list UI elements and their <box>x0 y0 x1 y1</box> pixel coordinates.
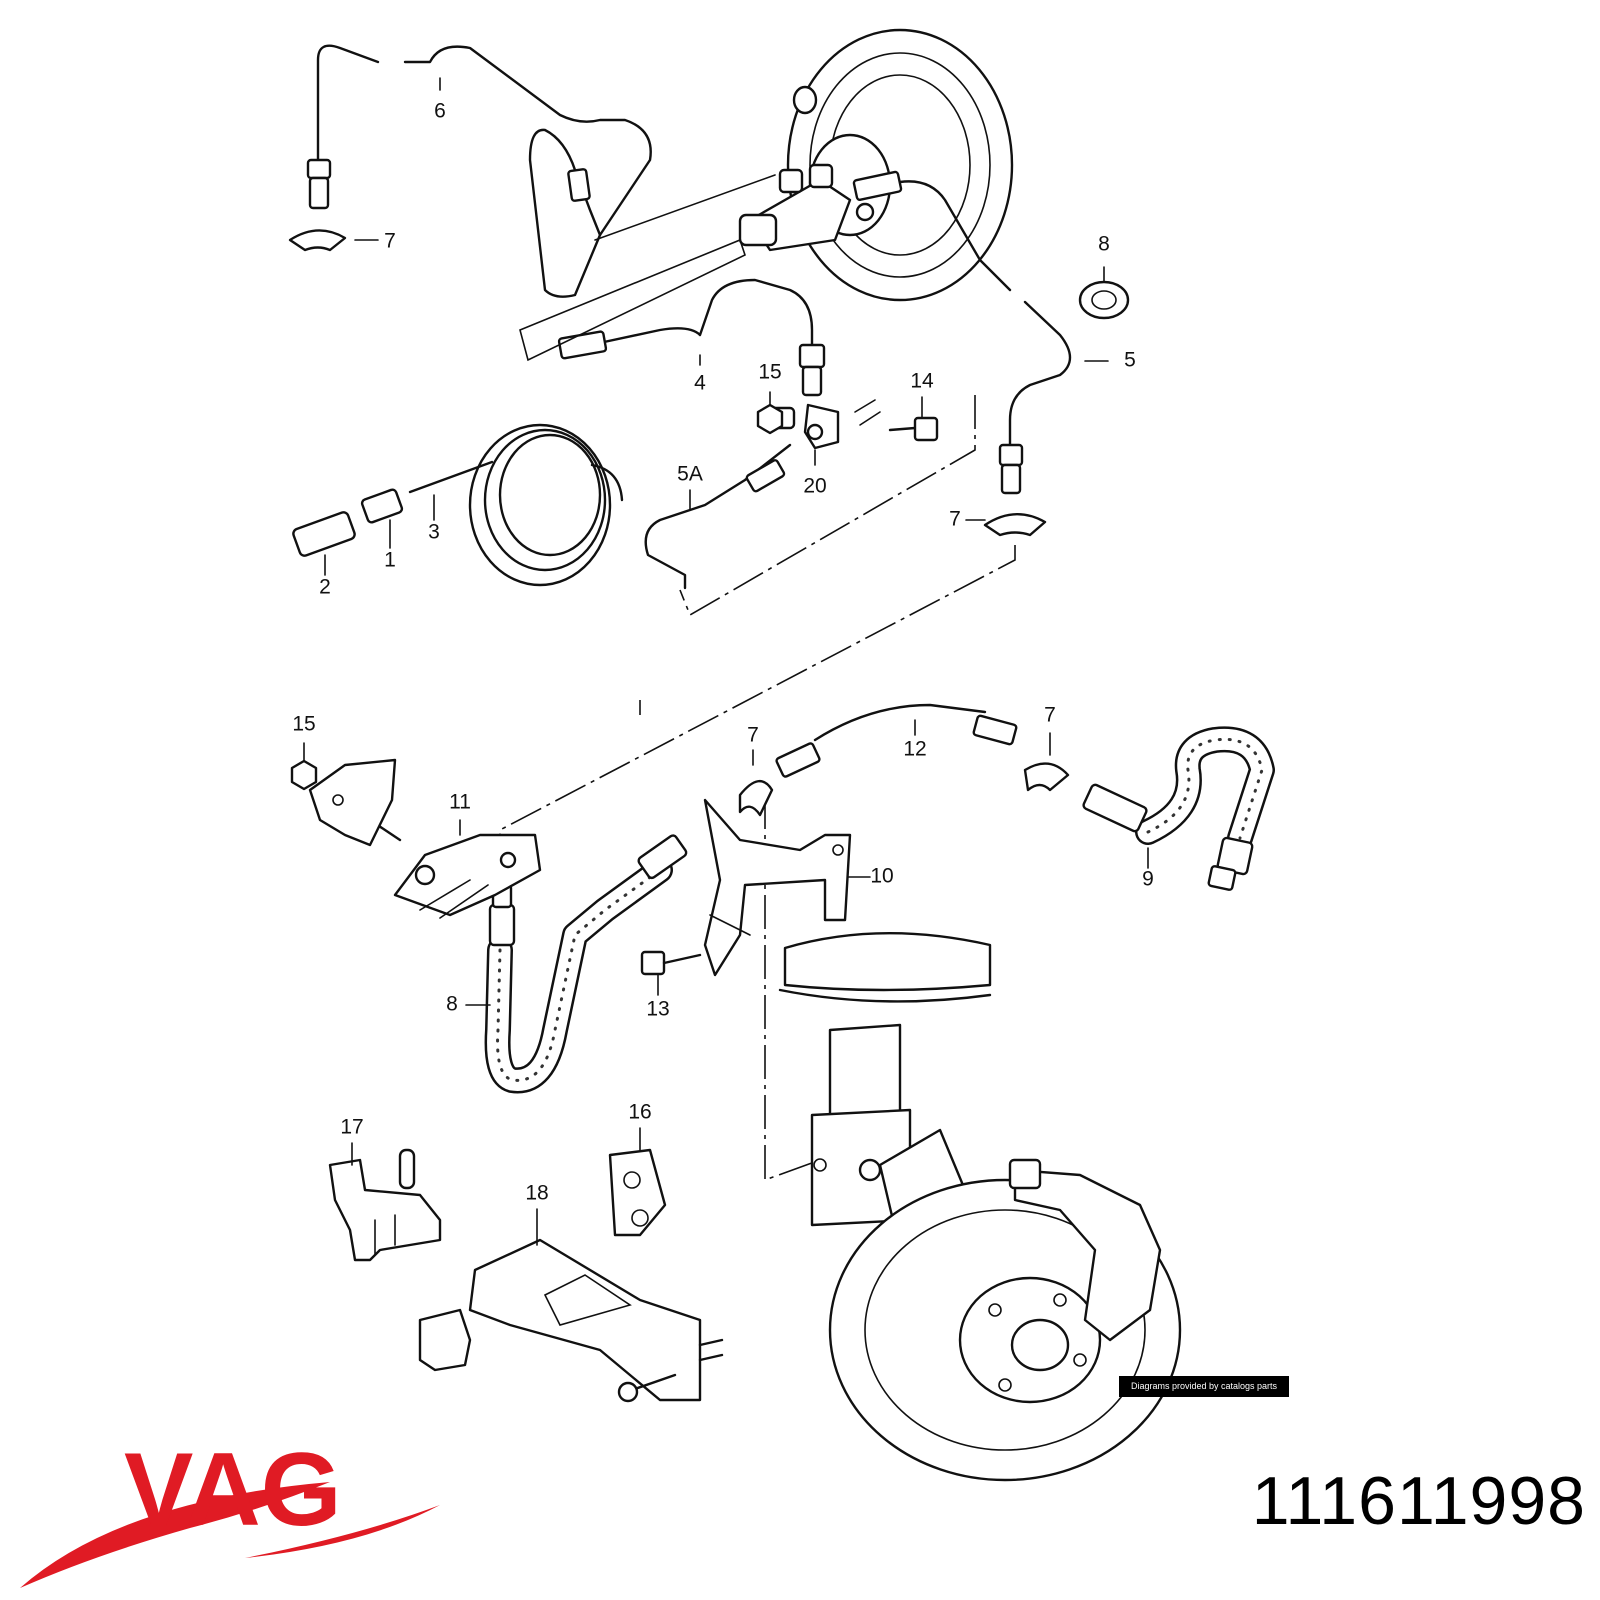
label-18: 17 <box>340 1116 363 1139</box>
label-3: 3 <box>428 521 440 544</box>
part-number: 111611998 <box>1251 1463 1586 1539</box>
nut-16-lower <box>290 759 318 791</box>
brake-line-5 <box>852 170 1072 495</box>
clip-7-d <box>1023 762 1070 792</box>
brake-hose-10 <box>1082 726 1275 891</box>
label-15: 14 <box>910 370 934 393</box>
label-7-c: 7 <box>747 724 759 747</box>
clip-7-a <box>288 229 347 252</box>
master-cylinder <box>738 163 875 252</box>
brake-caliper <box>1008 1158 1162 1342</box>
t-piece-20 <box>768 399 881 450</box>
label-16-lower: 15 <box>292 713 315 736</box>
brand-name: VAG <box>124 1432 342 1548</box>
label-5: 5 <box>1124 349 1136 372</box>
nut-16-upper <box>756 403 784 435</box>
union-2 <box>292 511 356 557</box>
label-14: 13 <box>646 998 669 1021</box>
coil-tube-3 <box>408 423 624 587</box>
bracket-12 <box>353 808 542 919</box>
label-7-a: 7 <box>384 230 396 253</box>
clip-17 <box>608 1148 667 1237</box>
label-1: 1 <box>384 549 396 572</box>
clip-7-b <box>983 512 1047 537</box>
label-5a: 5A <box>677 463 703 486</box>
label-9: 8 <box>446 993 458 1016</box>
callout-leaders <box>303 77 1149 1246</box>
label-6: 6 <box>434 100 446 123</box>
label-4: 4 <box>694 372 706 395</box>
vag-logo: VAG <box>20 1432 440 1588</box>
body-panel <box>308 758 397 847</box>
label-13: 12 <box>903 738 926 761</box>
label-16-upper: 15 <box>758 361 781 384</box>
label-8: 8 <box>1098 233 1110 256</box>
label-7-d: 7 <box>1044 704 1056 727</box>
label-11: 10 <box>870 865 893 888</box>
brake-line-13 <box>775 703 1018 778</box>
bolt-14 <box>640 950 702 976</box>
union-1 <box>360 488 404 524</box>
brake-disc <box>828 1178 1182 1482</box>
label-7-b: 7 <box>949 508 961 531</box>
callout-labels: 6 7 8 5 4 15 14 20 5A 7 3 1 2 15 11 7 7 … <box>292 100 1154 1205</box>
brake-hose-9 <box>484 834 688 1094</box>
label-2: 2 <box>319 576 331 599</box>
label-17: 16 <box>628 1101 651 1124</box>
brake-line-6 <box>306 44 652 298</box>
grommet-8 <box>1078 280 1130 320</box>
clip-7-c <box>738 780 774 817</box>
brake-line-4 <box>519 238 826 397</box>
diagram-credit: Diagrams provided by catalogs parts <box>1119 1376 1289 1397</box>
label-20: 20 <box>803 475 826 498</box>
bracket-11 <box>703 798 852 977</box>
label-10: 9 <box>1142 868 1154 891</box>
holder-19 <box>418 1238 724 1403</box>
clip-18 <box>328 1148 442 1262</box>
brake-line-5a <box>644 443 792 590</box>
bolt-15 <box>888 416 939 442</box>
label-19: 18 <box>525 1182 548 1205</box>
suspension-strut <box>778 932 992 1252</box>
label-12: 11 <box>449 791 471 814</box>
